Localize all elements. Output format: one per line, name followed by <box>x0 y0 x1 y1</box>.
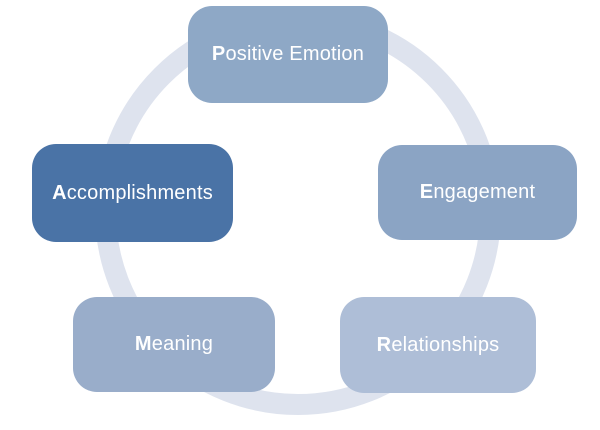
node-engagement-initial: E <box>419 181 434 203</box>
node-relationships-label: Relationships <box>377 334 500 357</box>
node-accomplishments-initial: A <box>52 181 67 204</box>
node-engagement-rest: ngagement <box>433 181 536 203</box>
node-meaning-initial: M <box>134 333 152 355</box>
node-positive-emotion: Positive Emotion <box>188 6 388 103</box>
node-positive-emotion-initial: P <box>211 43 226 65</box>
node-meaning-rest: eaning <box>151 333 214 355</box>
node-meaning: Meaning <box>73 297 275 392</box>
node-relationships-initial: R <box>376 333 392 356</box>
node-accomplishments-label: Accomplishments <box>52 182 213 205</box>
node-positive-emotion-label: Positive Emotion <box>212 43 364 66</box>
node-engagement: Engagement <box>378 145 577 240</box>
node-relationships: Relationships <box>340 297 536 393</box>
node-meaning-label: Meaning <box>135 333 213 356</box>
node-engagement-label: Engagement <box>420 181 535 204</box>
node-accomplishments: Accomplishments <box>32 144 233 242</box>
node-positive-emotion-rest: ositive Emotion <box>225 43 365 65</box>
node-relationships-rest: elationships <box>391 333 500 356</box>
node-accomplishments-rest: ccomplishments <box>66 181 213 204</box>
